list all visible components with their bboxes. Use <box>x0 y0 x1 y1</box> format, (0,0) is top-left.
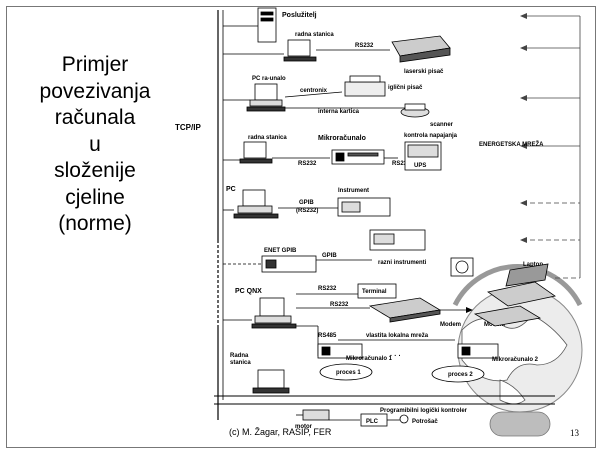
pc-qnx-icon <box>251 297 297 329</box>
process-cloud-icon <box>319 363 485 383</box>
rs485-label: RS485 <box>318 333 337 339</box>
micro1-label: Mikroračunalo 1 <box>346 356 393 362</box>
rs232-label: RS232 <box>392 161 411 167</box>
centronix-label: centronix <box>300 88 328 94</box>
rs232-label: RS232 <box>298 161 317 167</box>
gpib-label: GPIB <box>299 200 314 206</box>
power-grid-label: ENERGETSKA MREŽA <box>479 140 544 148</box>
local-network-label: vlastita lokalna mreža <box>366 333 429 339</box>
ups-icon <box>404 141 442 171</box>
needle-printer-label: iglični pisač <box>388 85 423 91</box>
pc-label: PC <box>226 186 236 193</box>
enet-gpib-label: ENET GPIB <box>264 248 297 254</box>
ups-label: UPS <box>414 163 426 169</box>
gpib-label: GPIB <box>322 253 337 259</box>
ellipsis-label: · · · <box>390 353 401 360</box>
workstation-icon <box>239 141 273 164</box>
laser-printer-label: laserski pisač <box>404 69 444 75</box>
server-icon <box>257 7 277 43</box>
tcp-ip-label: TCP/IP <box>175 123 201 132</box>
title-line: povezivanja <box>39 79 151 103</box>
workstation-label: stanica <box>230 360 251 366</box>
laptop-label: Laptop <box>523 262 543 268</box>
scanner-icon <box>400 103 430 118</box>
pc-icon <box>246 83 286 112</box>
terminal-label: Terminal <box>362 289 387 295</box>
interface-card-label: interna kartica <box>318 109 360 115</box>
instruments-icon <box>369 229 474 277</box>
process2-label: proces 2 <box>448 372 473 378</box>
process1-label: proces 1 <box>336 370 361 376</box>
micro2-label: Mikroračunalo 2 <box>492 357 539 363</box>
pc-icon <box>233 189 279 219</box>
rs232-label: RS232 <box>330 302 349 308</box>
power-control-label: kontrola napajanja <box>404 133 458 139</box>
workstation-label: Radna <box>230 353 249 359</box>
rs232-label: RS232 <box>355 43 374 49</box>
workstation-label: radna stanica <box>248 135 287 141</box>
title-line: složenije <box>54 159 136 182</box>
workstation-icon <box>252 369 290 394</box>
pc-qnx-label: PC QNX <box>235 288 262 295</box>
microcomputer-icon <box>331 149 385 165</box>
motor-label: motor <box>295 424 313 430</box>
workstation-icon <box>283 39 317 62</box>
server-label: Poslužitelj <box>282 12 317 19</box>
consumer-label: Potrošač <box>412 419 438 425</box>
uplink-lines <box>522 15 581 279</box>
network-bus <box>214 10 555 420</box>
workstation-label: radna stanica <box>295 32 334 38</box>
microcomputer-label: Mikroračunalo <box>318 135 366 142</box>
arrow-icons <box>520 13 527 243</box>
scanner-label: scanner <box>430 122 454 128</box>
laptop-icon <box>487 263 556 307</box>
gpib-alt-label: (RS232) <box>296 208 318 214</box>
title-line: u <box>89 132 101 156</box>
title-line: (norme) <box>58 212 132 235</box>
motor-icon <box>296 409 330 421</box>
instrument-icon <box>337 197 391 217</box>
laser-printer-icon <box>391 35 451 63</box>
title-line: Primjer <box>61 53 129 76</box>
bulb-icon <box>399 414 409 424</box>
terminal-icon <box>357 283 397 299</box>
slide-title: Primjer povezivanja računala u složenije… <box>14 52 176 238</box>
microcomputer-icon <box>317 343 499 359</box>
rs232-label: RS232 <box>318 286 337 292</box>
instruments-label: razni instrumenti <box>378 260 427 266</box>
needle-printer-icon <box>344 75 386 97</box>
modem-icon <box>473 305 542 327</box>
plc-label: PLC <box>366 419 379 425</box>
modem-icon <box>368 297 442 323</box>
title-line: cjeline <box>65 185 125 209</box>
plc-title-label: Programibilni logički kontroler <box>380 408 468 414</box>
enet-gpib-icon <box>261 255 317 273</box>
modem-label: Modem <box>440 322 461 328</box>
title-line: računala <box>54 106 136 129</box>
instrument-label: Instrument <box>338 188 369 194</box>
page-number: 13 <box>570 428 579 438</box>
footer-credit: (c) M. Žagar, RASIP, FER <box>229 427 332 437</box>
pc-label: PC ra-unalo <box>252 76 286 82</box>
